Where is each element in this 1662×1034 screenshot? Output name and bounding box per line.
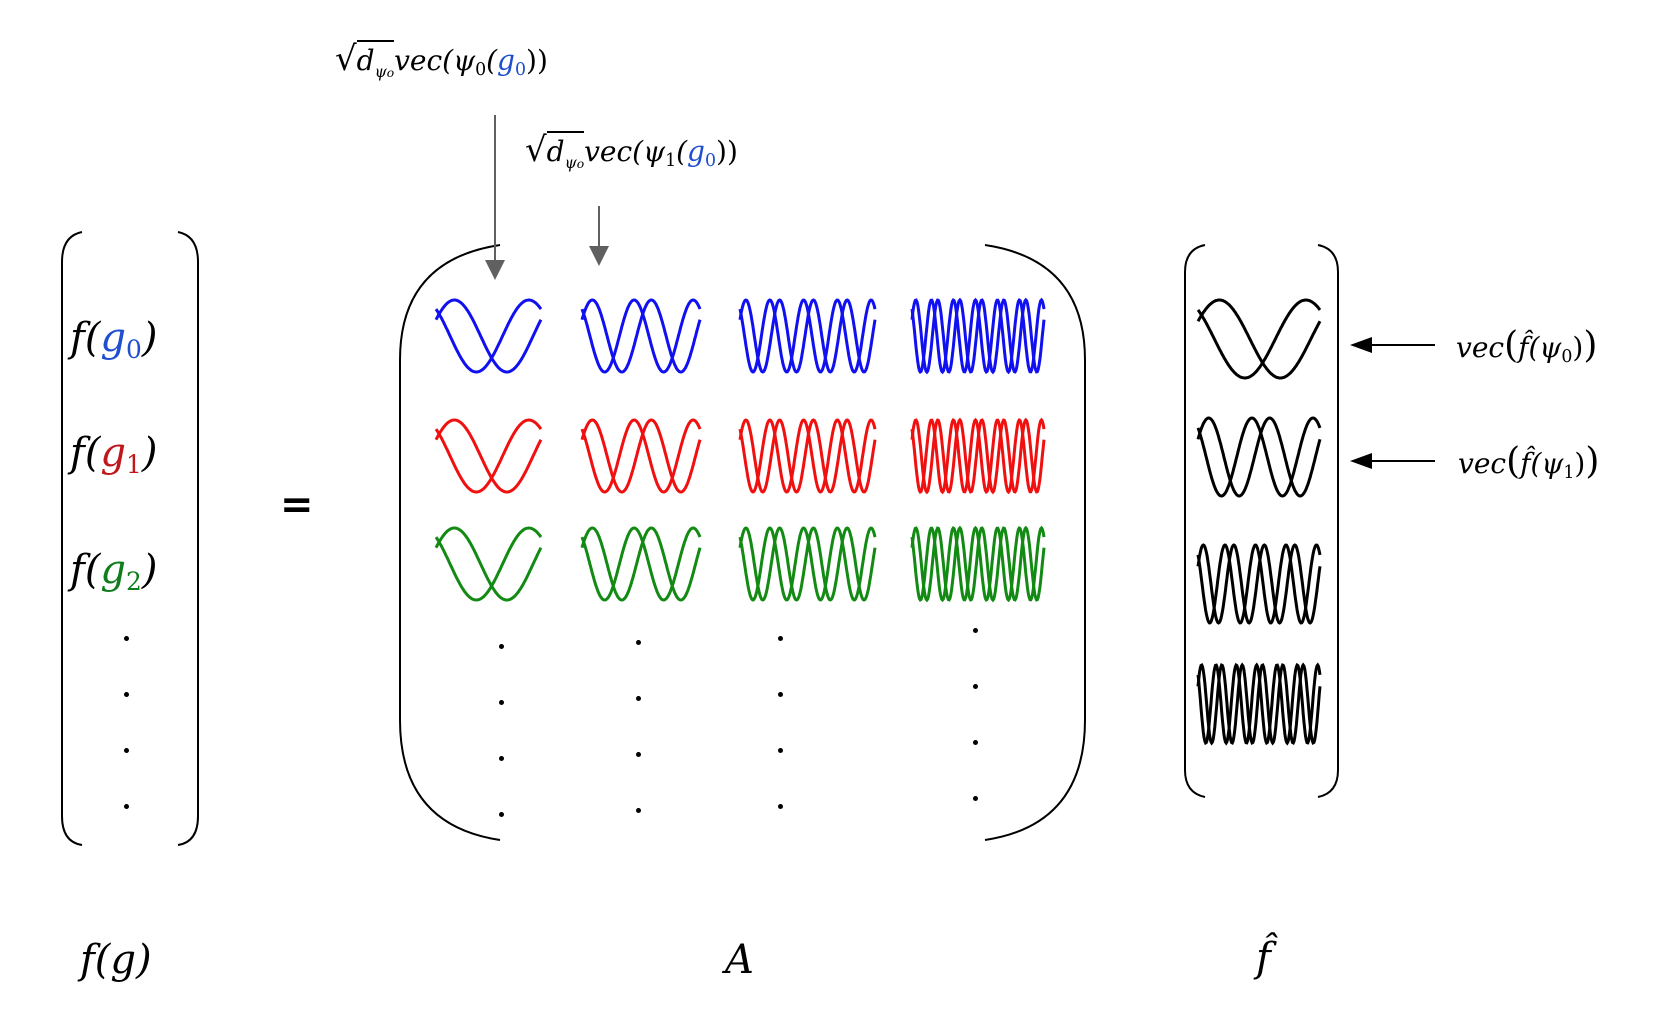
matrix-cell-r2-c2-curve <box>738 526 877 602</box>
matrix-ellipsis-dot <box>636 640 641 645</box>
matrix-ellipsis-dot <box>636 696 641 701</box>
matrix-wave-cells <box>434 297 1046 603</box>
matrix-cell-r0-c1 <box>580 298 702 374</box>
arrow-down-0-head <box>485 260 505 280</box>
matrix-cell-r1-c1 <box>580 418 702 494</box>
vector-f-ellipsis-dot <box>124 804 129 809</box>
top-label-column-1: √dψovec(ψ1(g0)) <box>525 130 738 172</box>
matrix-ellipsis-dot <box>778 748 783 753</box>
fhat-label-0: vec(f̂(ψ0)) <box>1456 325 1598 367</box>
matrix-cell-r0-c0-curve <box>434 298 543 374</box>
matrix-cell-r2-c1 <box>580 526 702 602</box>
matrix-cell-r0-c2-curve <box>738 298 877 374</box>
matrix-cell-r1-c2-curve <box>738 418 877 494</box>
fhat-cell-2-curve <box>1196 543 1322 625</box>
left-vector-bracket-left <box>61 231 83 846</box>
vector-f-ellipsis-dot <box>124 692 129 697</box>
matrix-bracket-left <box>399 244 501 841</box>
matrix-ellipsis-dot <box>973 628 978 633</box>
arrow-left-0-head <box>1350 337 1372 353</box>
equals-sign: = <box>280 482 314 528</box>
matrix-cell-r0-c2-curve <box>738 298 877 374</box>
fhat-cell-2-curve <box>1196 543 1322 625</box>
arrow-down-1-head <box>589 246 609 266</box>
matrix-ellipsis-dot <box>973 684 978 689</box>
matrix-cell-r0-c2 <box>738 298 877 374</box>
matrix-ellipsis-dot <box>499 700 504 705</box>
fhat-cell-3 <box>1196 662 1322 746</box>
matrix-cell-r0-c3 <box>910 297 1046 375</box>
fhat-cell-3-curve <box>1196 662 1322 746</box>
left-vector-bracket-right <box>177 231 199 846</box>
fhat-cell-0-curve <box>1196 298 1322 380</box>
top-label-column-0: √dψovec(ψ0(g0)) <box>335 39 548 81</box>
matrix-cell-r1-c1-curve <box>580 418 702 494</box>
fhat-bracket-right <box>1317 244 1339 798</box>
f-g1-entry: f(g1) <box>70 430 158 479</box>
f-g2-entry: f(g2) <box>70 547 158 596</box>
matrix-cell-r1-c2-curve <box>738 418 877 494</box>
vector-f-ellipsis-dot <box>124 748 129 753</box>
matrix-cell-r0-c1-curve <box>580 298 702 374</box>
matrix-ellipsis-dot <box>499 756 504 761</box>
fhat-cell-1-curve <box>1196 416 1322 498</box>
fhat-cell-1-curve <box>1196 416 1322 498</box>
matrix-ellipsis-dot <box>499 812 504 817</box>
fhat-bracket-left <box>1184 244 1206 798</box>
matrix-ellipsis-dot <box>973 740 978 745</box>
fhat-cell-2 <box>1196 543 1322 625</box>
fhat-cell-1 <box>1196 416 1322 498</box>
matrix-ellipsis-dot <box>499 644 504 649</box>
matrix-ellipsis-dot <box>636 808 641 813</box>
matrix-cell-r1-c0-curve <box>434 418 543 494</box>
fhat-cell-0-curve <box>1196 298 1322 380</box>
matrix-cell-r1-c0 <box>434 418 543 494</box>
matrix-cell-r2-c0 <box>434 526 543 602</box>
matrix-cell-r1-c3 <box>910 417 1046 495</box>
caption-f-hat: f̂ <box>1256 935 1271 981</box>
matrix-ellipsis-dot <box>636 752 641 757</box>
caption-f-g: f(g) <box>80 937 152 983</box>
matrix-cell-r0-c3-curve <box>910 297 1046 375</box>
matrix-ellipsis-dot <box>778 636 783 641</box>
matrix-ellipsis-dot <box>778 692 783 697</box>
vector-f-ellipsis-dot <box>124 636 129 641</box>
matrix-bracket-right <box>984 244 1086 841</box>
arrow-left-1-head <box>1350 453 1372 469</box>
matrix-cell-r1-c2 <box>738 418 877 494</box>
matrix-cell-r0-c1-curve <box>580 298 702 374</box>
f-g0-entry: f(g0) <box>70 315 158 364</box>
matrix-cell-r2-c2-curve <box>738 526 877 602</box>
matrix-ellipsis-dot <box>778 804 783 809</box>
matrix-cell-r0-c0-curve <box>434 298 543 374</box>
matrix-cell-r1-c1-curve <box>580 418 702 494</box>
matrix-cell-r0-c0 <box>434 298 543 374</box>
matrix-cell-r1-c0-curve <box>434 418 543 494</box>
matrix-cell-r1-c3-curve <box>910 417 1046 495</box>
matrix-cell-r2-c1-curve <box>580 526 702 602</box>
fhat-wave-cells <box>1196 298 1322 746</box>
matrix-cell-r2-c3 <box>910 525 1046 603</box>
matrix-cell-r2-c0-curve <box>434 526 543 602</box>
matrix-cell-r2-c0-curve <box>434 526 543 602</box>
matrix-ellipsis-dot <box>973 796 978 801</box>
fhat-label-1: vec(f̂(ψ1)) <box>1458 441 1600 483</box>
matrix-cell-r2-c2 <box>738 526 877 602</box>
caption-A: A <box>725 937 754 983</box>
matrix-cell-r2-c1-curve <box>580 526 702 602</box>
fhat-cell-0 <box>1196 298 1322 380</box>
matrix-cell-r2-c3-curve <box>910 525 1046 603</box>
